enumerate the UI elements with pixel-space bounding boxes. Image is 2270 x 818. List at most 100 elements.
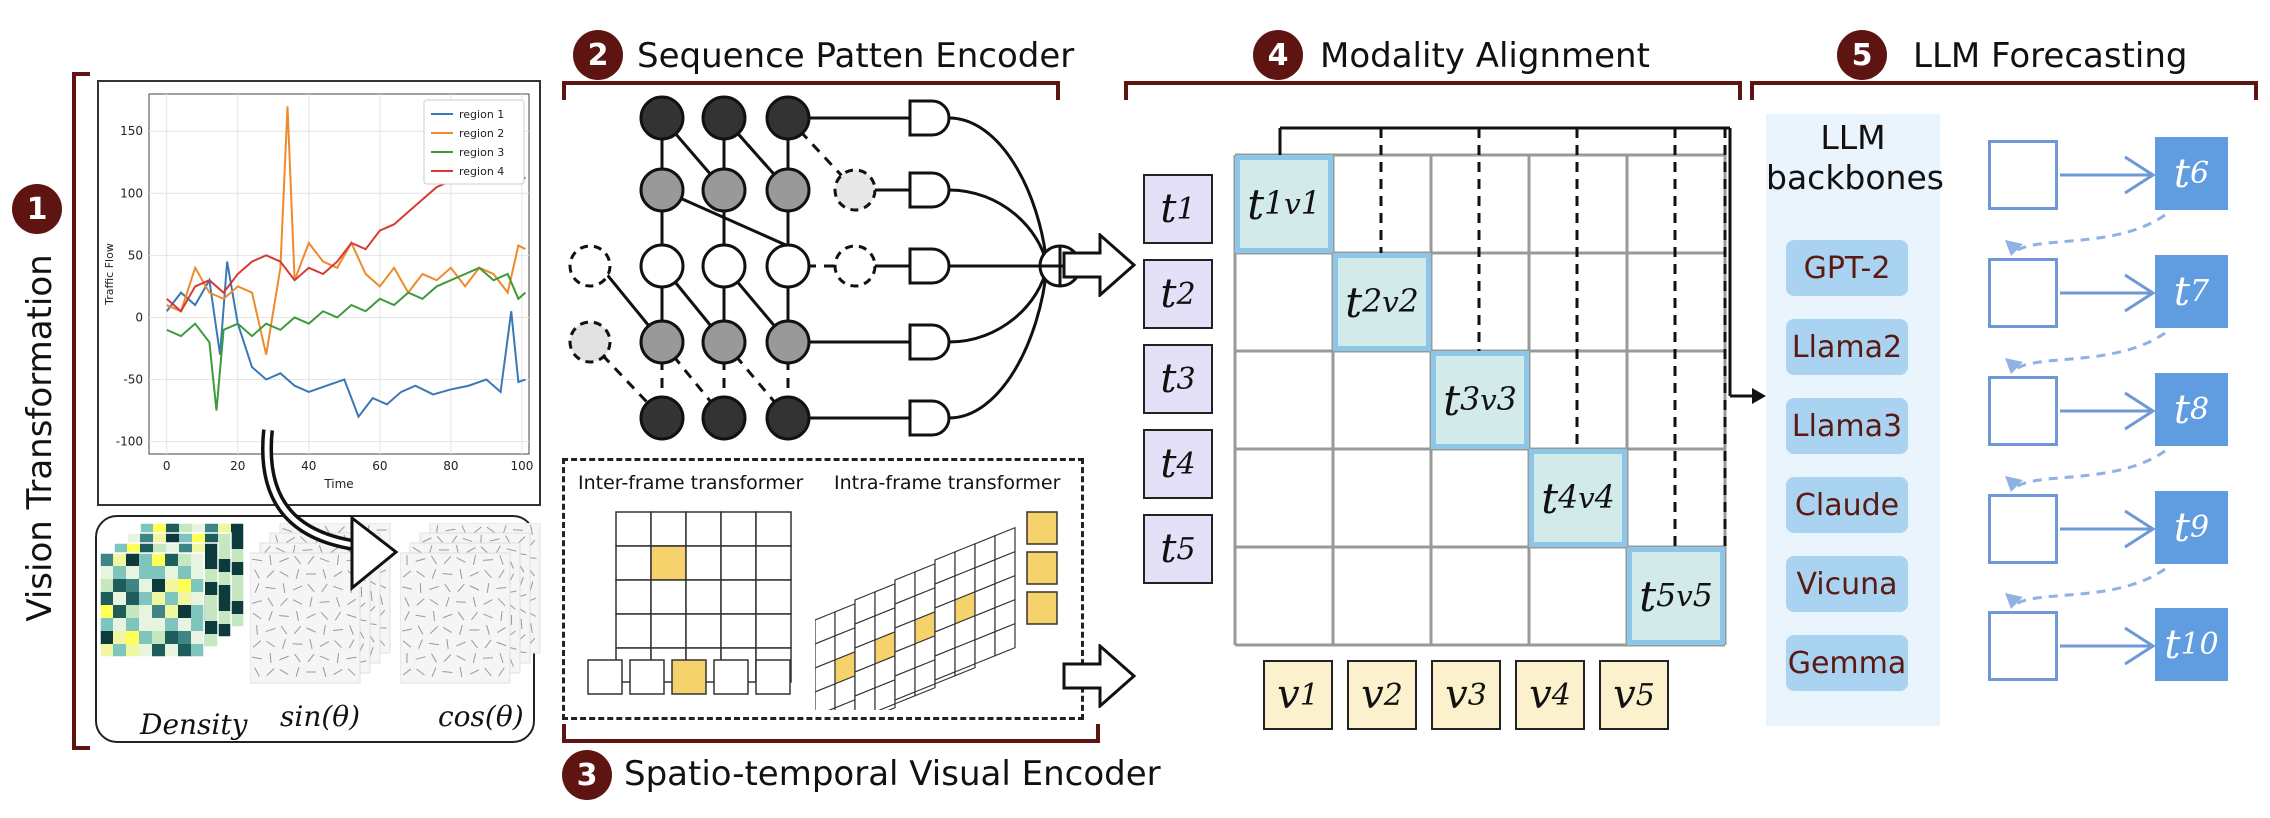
section-5-title: LLM Forecasting bbox=[1913, 36, 2188, 76]
field-arrow bbox=[294, 555, 301, 565]
field-arrow bbox=[431, 653, 437, 663]
pattern-node bbox=[639, 319, 685, 365]
field-arrow bbox=[498, 569, 505, 579]
llm-header-line2: backbones bbox=[1766, 158, 1944, 197]
connector-arrowhead bbox=[1752, 388, 1766, 404]
field-arrow bbox=[433, 610, 435, 622]
field-arrow bbox=[269, 652, 272, 664]
y-tick-label: 50 bbox=[128, 248, 143, 262]
heat-cell bbox=[139, 618, 152, 631]
heat-cell bbox=[152, 631, 165, 644]
heat-cell bbox=[126, 579, 139, 592]
and-gate bbox=[908, 247, 951, 285]
forecasting-arrows bbox=[2005, 155, 2166, 666]
y-tick-label: -50 bbox=[123, 373, 143, 387]
field-arrow bbox=[483, 613, 493, 619]
field-arrow bbox=[348, 639, 355, 649]
field-arrow bbox=[306, 627, 316, 633]
field-arrow bbox=[282, 582, 286, 594]
heat-cell bbox=[205, 621, 218, 634]
heat-cell bbox=[126, 592, 139, 605]
field-arrow bbox=[252, 600, 262, 604]
section-3-bracket bbox=[562, 724, 1100, 743]
heat-cell bbox=[178, 631, 191, 644]
field-arrow bbox=[275, 547, 286, 553]
field-arrow bbox=[334, 611, 342, 621]
pattern-node bbox=[701, 167, 747, 213]
pair-t-symbol: t bbox=[1247, 179, 1265, 229]
heat-cell bbox=[165, 566, 178, 579]
autoregressive-curve bbox=[2014, 213, 2166, 254]
field-arrow bbox=[347, 598, 356, 606]
field-arrow bbox=[280, 625, 288, 635]
heat-cell bbox=[218, 611, 231, 624]
highlighted-token bbox=[671, 659, 707, 695]
field-arrow bbox=[431, 569, 437, 579]
cos-theta-label: cos(θ) bbox=[438, 700, 524, 733]
sin-theta-label: sin(θ) bbox=[280, 700, 361, 733]
llm-item-gpt-2: GPT-2 bbox=[1786, 240, 1908, 296]
field-arrow bbox=[347, 668, 356, 676]
legend-label-3: region 3 bbox=[459, 146, 504, 159]
field-arrow bbox=[496, 626, 507, 634]
field-arrow bbox=[416, 598, 425, 606]
series-line-3 bbox=[166, 266, 527, 411]
grid-cell bbox=[685, 613, 722, 649]
cos-frame-4 bbox=[400, 552, 511, 684]
field-arrow bbox=[444, 583, 451, 593]
field-arrow bbox=[446, 638, 449, 650]
field-arrow bbox=[520, 618, 523, 630]
heat-cell bbox=[152, 566, 165, 579]
heat-cell bbox=[231, 549, 244, 562]
token-index: 4 bbox=[1551, 677, 1571, 713]
field-arrow bbox=[370, 590, 373, 602]
pair-v-superscript: v bbox=[1382, 285, 1399, 319]
heat-cell bbox=[165, 592, 178, 605]
heat-cell bbox=[205, 634, 218, 647]
legend-label-4: region 4 bbox=[459, 165, 504, 178]
token-symbol: t bbox=[1160, 441, 1177, 487]
inter-frame-grid bbox=[587, 511, 792, 695]
pattern-node bbox=[765, 395, 811, 441]
heat-cell bbox=[178, 618, 191, 631]
heat-cell bbox=[178, 605, 191, 618]
field-arrow bbox=[309, 639, 313, 649]
pattern-node bbox=[701, 95, 747, 141]
llm-item-gemma: Gemma bbox=[1786, 635, 1908, 691]
pattern-node bbox=[639, 395, 685, 441]
field-arrow bbox=[442, 613, 453, 619]
pattern-node bbox=[765, 95, 811, 141]
heat-cell bbox=[152, 644, 165, 657]
field-arrow bbox=[266, 640, 275, 648]
heat-cell bbox=[113, 592, 126, 605]
field-arrow bbox=[300, 536, 308, 544]
pattern-node bbox=[639, 167, 685, 213]
heat-cell bbox=[139, 553, 152, 566]
token-symbol: v bbox=[1277, 672, 1300, 718]
output-symbol: t bbox=[2173, 150, 2190, 197]
pair-v-superscript: v bbox=[1480, 383, 1497, 417]
field-arrow bbox=[416, 668, 425, 676]
field-arrow bbox=[431, 667, 437, 677]
field-arrow bbox=[330, 546, 339, 554]
grid-cell bbox=[720, 511, 757, 547]
llm-item-vicuna: Vicuna bbox=[1786, 556, 1908, 612]
field-arrow bbox=[472, 597, 477, 607]
token-index: 5 bbox=[1176, 531, 1196, 567]
token-symbol: t bbox=[1160, 526, 1177, 572]
field-arrow bbox=[265, 586, 276, 590]
llm-item-claude: Claude bbox=[1786, 477, 1908, 533]
grid-cell bbox=[720, 545, 757, 581]
field-arrow bbox=[530, 622, 533, 634]
heat-cell bbox=[218, 624, 231, 637]
visual-to-alignment-arrow bbox=[1062, 644, 1137, 708]
field-arrow bbox=[252, 612, 262, 620]
heat-cell bbox=[205, 569, 218, 582]
llm-header-line1: LLM bbox=[1820, 118, 1886, 157]
x-tick-label: 40 bbox=[301, 459, 316, 473]
field-arrow bbox=[402, 570, 412, 578]
